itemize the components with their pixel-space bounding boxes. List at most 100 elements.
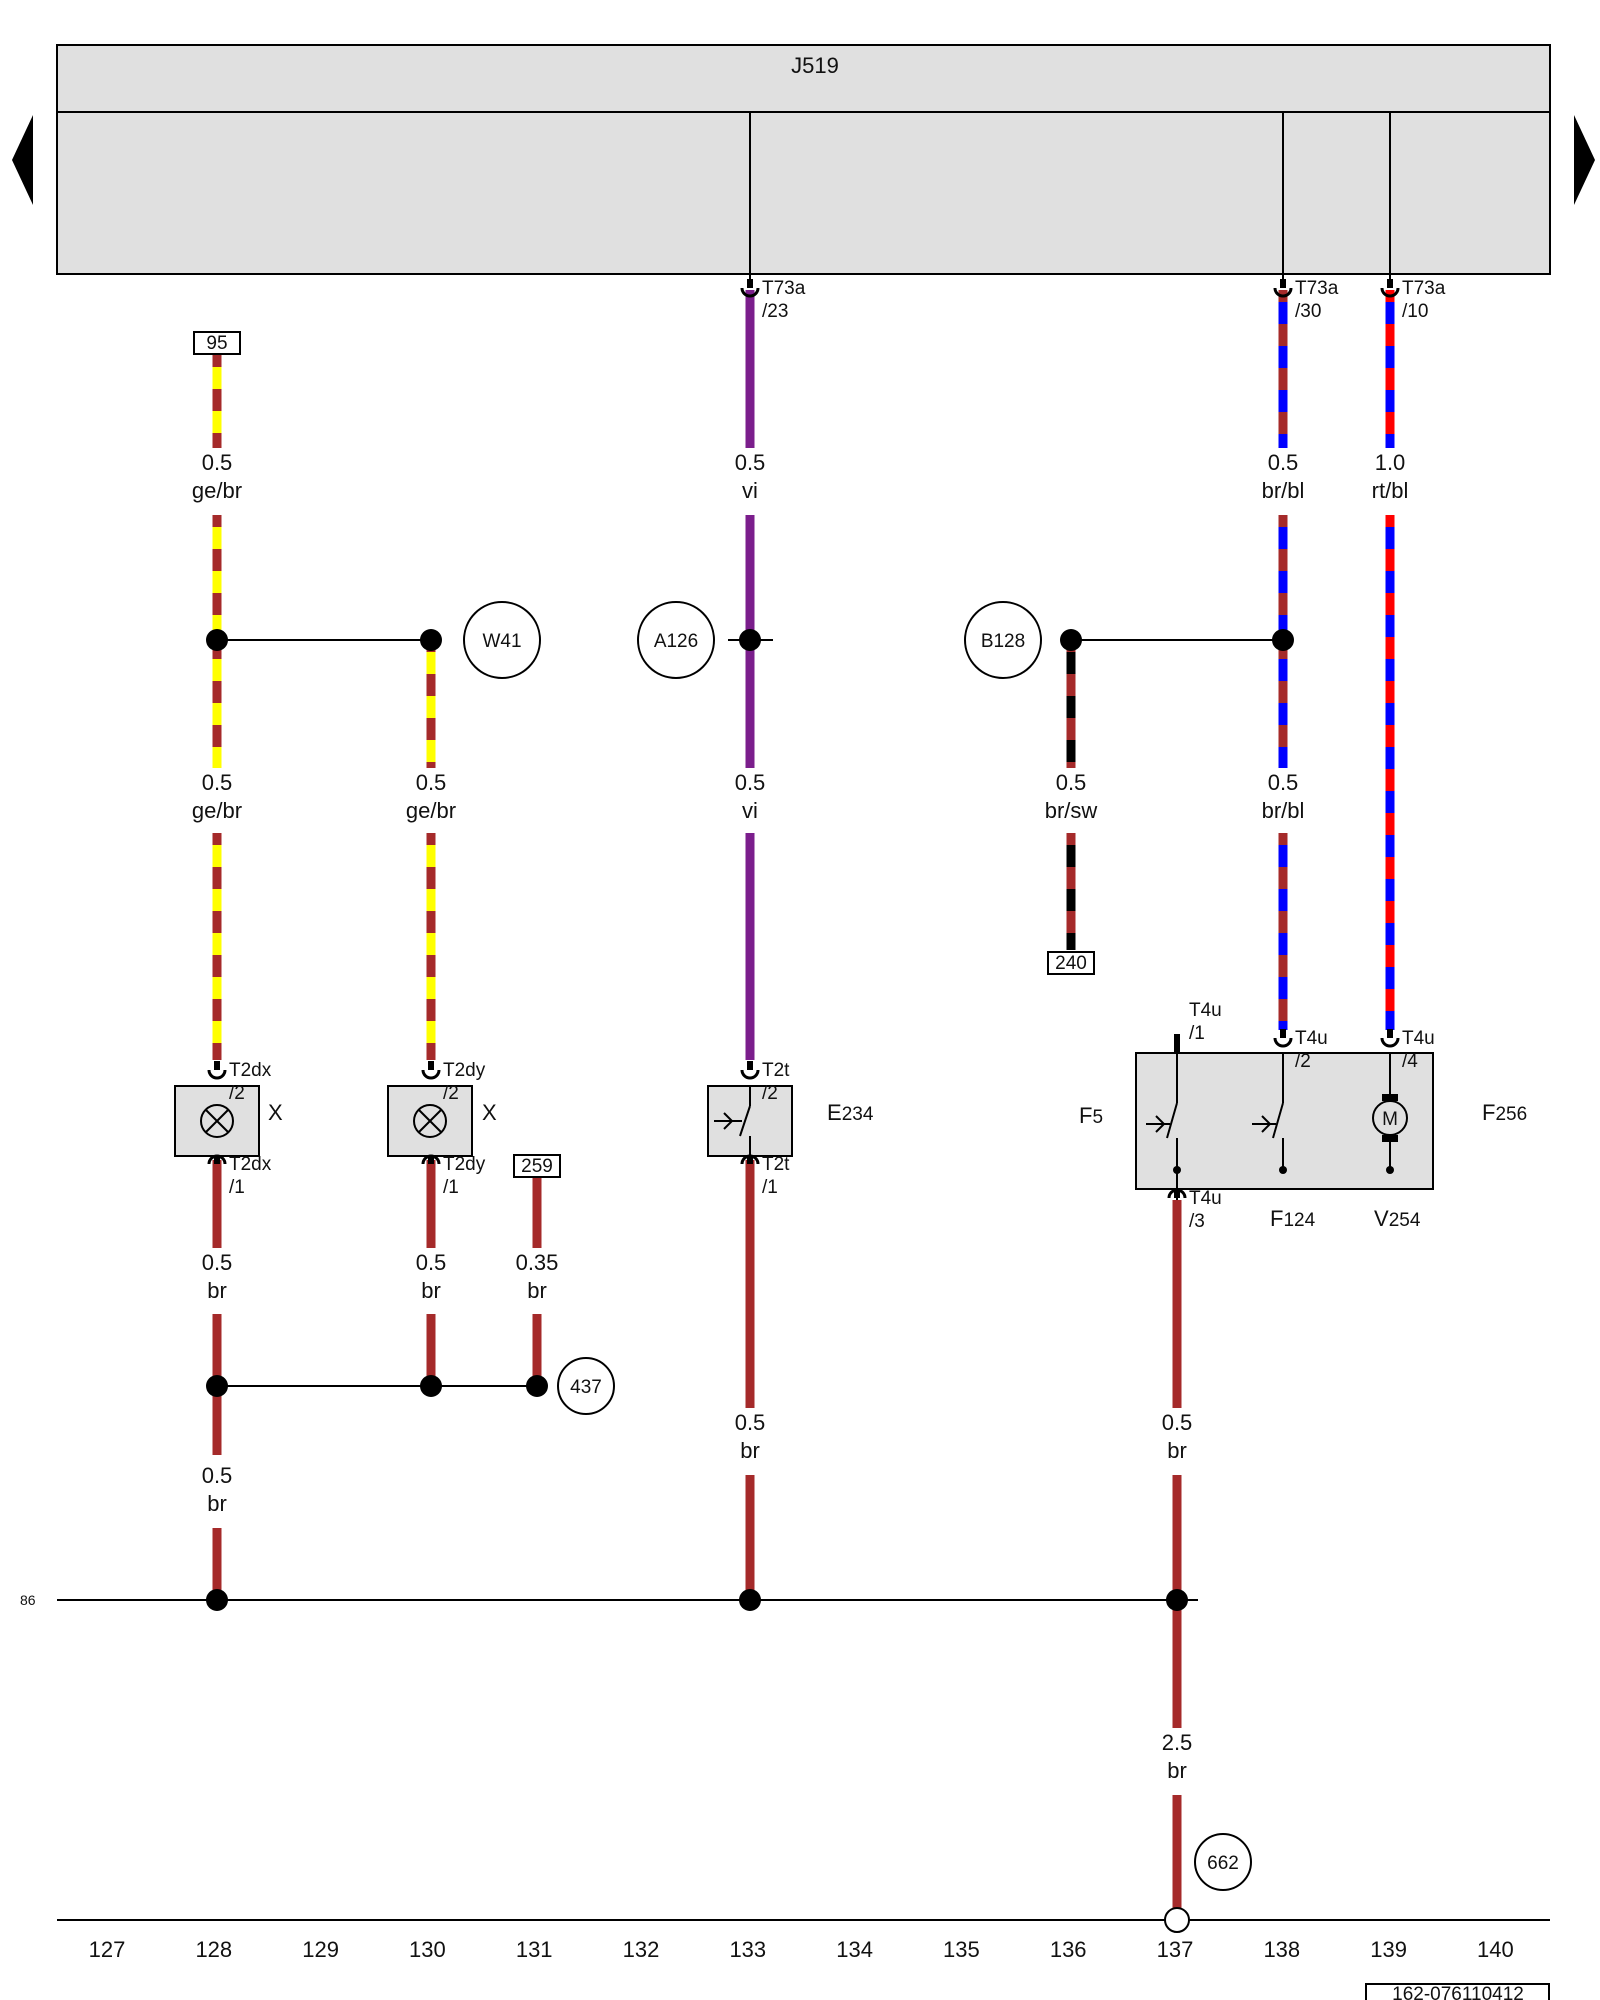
f124-blade (1272, 1102, 1284, 1139)
prev-arrow-icon[interactable] (12, 115, 33, 205)
connector-symbol-icon (1380, 287, 1400, 298)
connector-t4u_1: T4u/1 (1189, 1000, 1222, 1044)
connector-id: T4u (1189, 1000, 1222, 1021)
reference-box-r95 (193, 331, 241, 355)
wire-color: br (740, 1438, 760, 1463)
junction-dot (420, 1375, 442, 1397)
wire-color: rt/bl (1372, 478, 1409, 503)
track-number: 140 (1477, 1937, 1514, 1962)
connector-t2dx_2: T2dx/2 (229, 1060, 272, 1104)
connector-symbol-icon (1273, 287, 1293, 298)
bulb-icon (413, 1104, 447, 1138)
wire-color: br (1167, 1758, 1187, 1783)
junction-dot (1166, 1589, 1188, 1611)
track-number: 131 (516, 1937, 553, 1962)
connector-symbol-icon (1273, 1037, 1293, 1048)
connector-pin: /1 (443, 1177, 459, 1198)
bus-dot-v254 (1386, 1166, 1394, 1174)
wire-size: 0.5 (202, 1463, 233, 1488)
connector-pin: /1 (1189, 1023, 1205, 1044)
wire-size: 0.5 (416, 770, 447, 795)
junction-dot (526, 1375, 548, 1397)
bulb-cross-b (205, 1109, 229, 1133)
bus-dot-f5 (1173, 1166, 1181, 1174)
switch-actuator-icon (714, 1112, 742, 1130)
connector-pin-icon (747, 1061, 753, 1070)
component-x-right-label: X (482, 1100, 497, 1125)
wire-color: vi (742, 798, 758, 823)
reference-box-r240 (1047, 951, 1095, 975)
component-e234-label: E234 (827, 1100, 874, 1125)
connector-id: T2dy (443, 1060, 486, 1081)
wire-color: br (207, 1491, 227, 1516)
component-x-left-label: X (268, 1100, 283, 1125)
module-f5-f124-v254: M F5 F256 F124 V254 (1079, 1052, 1527, 1231)
track-number: 139 (1370, 1937, 1407, 1962)
f256-letter: F (1482, 1100, 1495, 1125)
terminal-ring (1164, 1907, 1190, 1933)
ground-label-W41: W41 (482, 631, 521, 652)
connector-pin-icon (1280, 279, 1286, 288)
connector-t2dy_1: T2dy/1 (443, 1154, 486, 1198)
connector-t4u_3: T4u/3 (1189, 1188, 1222, 1232)
next-arrow-icon[interactable] (1574, 115, 1595, 205)
connector-t2dy_2: T2dy/2 (443, 1060, 486, 1104)
ground-point-B128 (964, 601, 1042, 679)
ground-label-B128: B128 (981, 631, 1025, 652)
f5-letter: F (1079, 1103, 1092, 1128)
track-number: 130 (409, 1937, 446, 1962)
ground-point-g662 (1194, 1833, 1252, 1891)
connector-id: T2dx (229, 1060, 272, 1081)
f5-blade (1166, 1102, 1178, 1139)
ground-line-label: 86 (20, 1592, 36, 1608)
component-f5-label: F5 (1079, 1103, 1103, 1128)
wire-color: br (527, 1278, 547, 1303)
connector-pin-icon (747, 1155, 753, 1164)
wire-color: br/bl (1262, 798, 1305, 823)
connector-pin: /2 (762, 1083, 778, 1104)
junction-dot (420, 629, 442, 651)
connector-pin: /4 (1402, 1051, 1418, 1072)
control-unit-j519: J519 (56, 44, 1551, 275)
connector-pin-icon (1174, 1189, 1180, 1198)
connector-id: T73a (762, 278, 806, 299)
connector-pin: /30 (1295, 301, 1321, 322)
connector-pin: /2 (1295, 1051, 1311, 1072)
junction-dot (739, 629, 761, 651)
track-number: 136 (1050, 1937, 1087, 1962)
document-id-box: 162-076110412 (1365, 1983, 1550, 2000)
connector-pin: /2 (443, 1083, 459, 1104)
wire-size: 0.5 (416, 1250, 447, 1275)
motor-cap-top (1382, 1094, 1398, 1101)
connector-pin-icon (747, 279, 753, 288)
connector-pin-icon (1280, 1029, 1286, 1038)
ground-label-g437: 437 (570, 1377, 602, 1398)
wire-color: br (421, 1278, 441, 1303)
ground-point-W41 (463, 601, 541, 679)
connector-t4u_4: T4u/4 (1402, 1028, 1435, 1072)
wire-color: br/sw (1045, 798, 1098, 823)
connector-id: T2t (762, 1154, 790, 1175)
connector-symbol-icon (1380, 1037, 1400, 1048)
switch-e234: E234 (707, 1085, 874, 1157)
f124-actuator-icon (1252, 1115, 1276, 1133)
wire-size: 0.5 (735, 450, 766, 475)
connector-symbol-icon (740, 287, 760, 298)
connector-id: T73a (1402, 278, 1446, 299)
bulb-cross-b (418, 1109, 442, 1133)
connector-t4u_2: T4u/2 (1295, 1028, 1328, 1072)
v254-number: 254 (1389, 1210, 1421, 1231)
annotation-layer: T73a/23T73a/30T73a/10T2dx/2T2dy/2T2t/2T2… (192, 278, 1446, 1933)
track-number: 127 (89, 1937, 126, 1962)
junction-dot (1060, 629, 1082, 651)
track-number: 134 (836, 1937, 873, 1962)
connector-t73a_23: T73a/23 (762, 278, 806, 322)
f124-number: 124 (1283, 1210, 1315, 1231)
connector-pin-icon (1387, 279, 1393, 288)
connector-pin: /10 (1402, 301, 1428, 322)
